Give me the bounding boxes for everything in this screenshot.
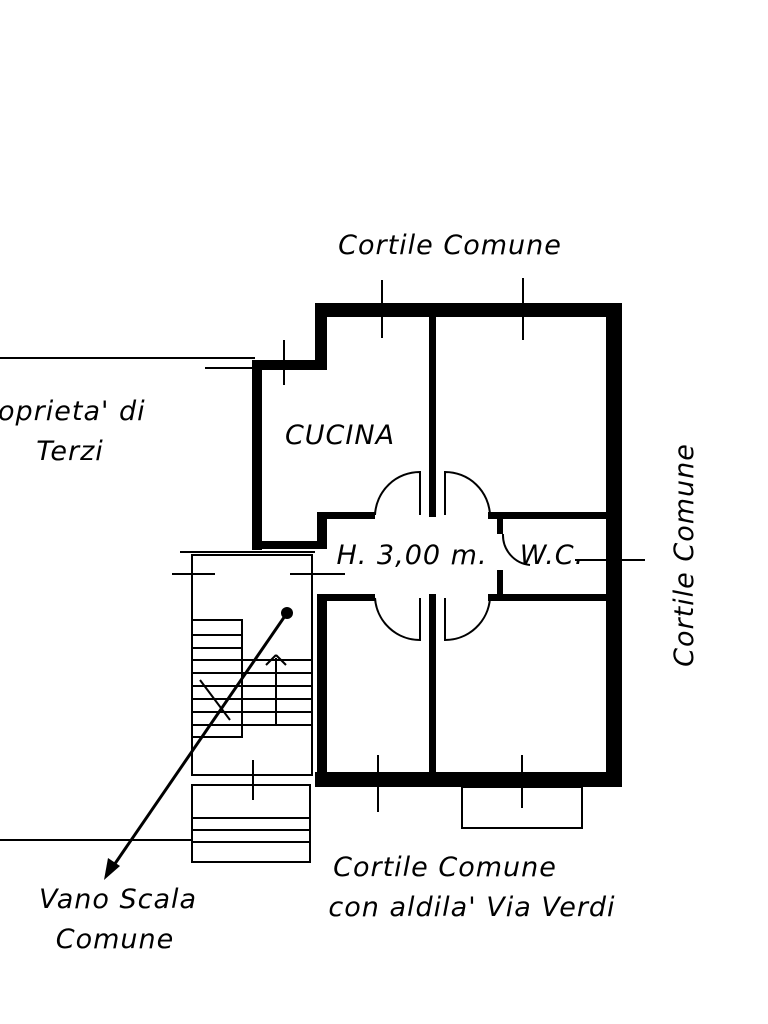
label-third-party-terzi: Terzi <box>36 436 104 467</box>
dimension-ticks <box>172 278 645 812</box>
stair-pointer-arrow <box>104 607 293 880</box>
property-lines <box>0 357 255 841</box>
label-bottom-courtyard: Cortile Comune <box>333 852 557 883</box>
walls <box>252 303 622 787</box>
label-wc: W.C. <box>520 540 585 571</box>
stairwell <box>180 551 315 863</box>
label-stairwell: Vano Scala <box>39 884 197 915</box>
label-ceiling-height: H. 3,00 m. <box>336 540 487 571</box>
label-kitchen: CUCINA <box>285 420 395 451</box>
label-stairwell-common: Comune <box>56 924 175 955</box>
label-right-courtyard: Cortile Comune <box>669 443 700 667</box>
label-bottom-street: con aldila' Via Verdi <box>328 892 615 923</box>
door-arcs <box>374 470 531 642</box>
balcony <box>461 786 583 829</box>
label-third-party-property: oprieta' di <box>0 396 146 427</box>
label-top-courtyard: Cortile Comune <box>338 230 562 261</box>
